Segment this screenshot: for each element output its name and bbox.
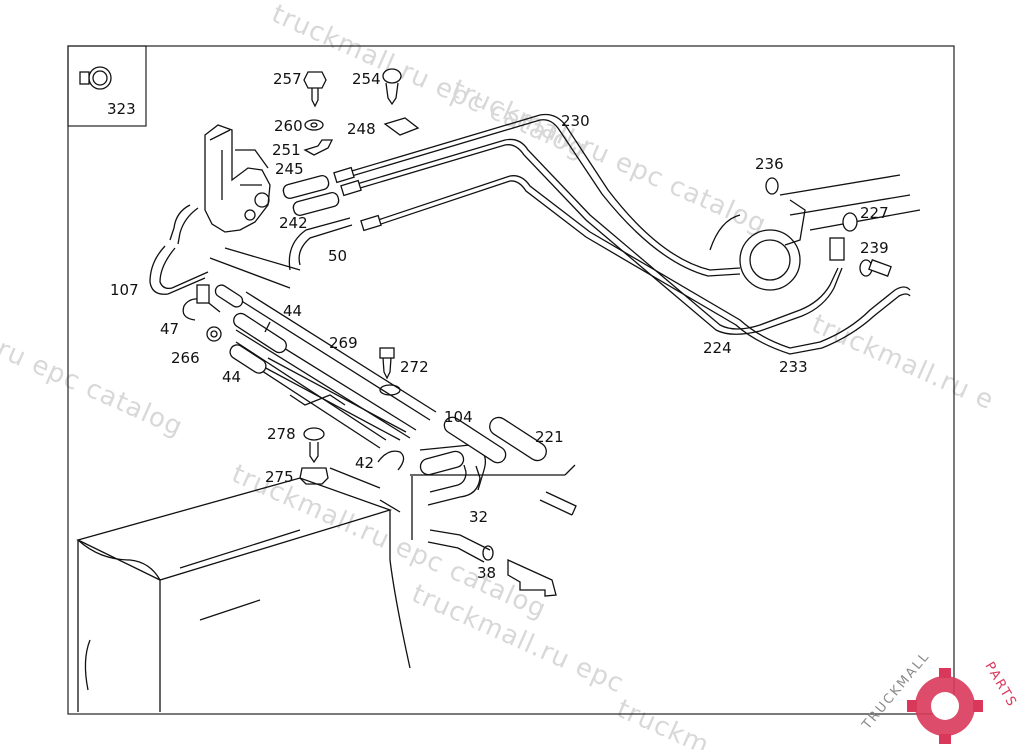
hose-47[interactable]	[182, 284, 221, 321]
callout-227[interactable]: 227	[860, 204, 889, 222]
callout-248[interactable]: 248	[347, 120, 376, 138]
elbow-hose-38[interactable]	[427, 529, 494, 563]
logo-word-parts: PARTS	[982, 660, 1020, 711]
bolt-257[interactable]	[303, 71, 327, 108]
callout-47[interactable]: 47	[160, 320, 179, 338]
watermark-text: truckmall.ru epc catalog	[447, 74, 771, 240]
assembly-bracket-lines	[410, 464, 576, 540]
callout-42[interactable]: 42	[355, 454, 374, 472]
bracket-248[interactable]	[383, 117, 420, 136]
elbow-hose-32[interactable]	[427, 464, 481, 506]
banjo-bolt-239[interactable]	[859, 259, 892, 277]
nut-227[interactable]	[842, 212, 858, 232]
screw-275[interactable]	[299, 442, 329, 485]
callout-38[interactable]: 38	[477, 564, 496, 582]
hose-107[interactable]	[149, 245, 206, 295]
pipe-stub	[539, 491, 577, 516]
hose-50[interactable]	[298, 224, 353, 266]
callout-107[interactable]: 107	[110, 281, 139, 299]
inset-box: 323	[67, 45, 147, 127]
clip-251[interactable]	[303, 139, 334, 156]
pipe-assembly[interactable]	[333, 113, 911, 355]
callout-254[interactable]: 254	[352, 70, 381, 88]
diagram-frame	[67, 45, 955, 715]
battery-box	[76, 467, 411, 712]
callout-239[interactable]: 239	[860, 239, 889, 257]
clamp-266[interactable]	[206, 326, 222, 342]
callout-260[interactable]: 260	[274, 117, 303, 135]
callout-236[interactable]: 236	[755, 155, 784, 173]
callout-224[interactable]: 224	[703, 339, 732, 357]
callout-257[interactable]: 257	[273, 70, 302, 88]
watermark-layer: truckmall.ru epc catalog truckmall.ru ep…	[0, 0, 999, 750]
hose-sleeves-245-242[interactable]	[282, 174, 340, 217]
hose-42[interactable]	[377, 450, 405, 471]
callout-44[interactable]: 44	[283, 302, 302, 320]
callout-242[interactable]: 242	[279, 214, 308, 232]
callout-251[interactable]: 251	[272, 141, 301, 159]
callout-44[interactable]: 44	[222, 368, 241, 386]
mount-bracket	[289, 394, 346, 406]
callout-104[interactable]: 104	[444, 408, 473, 426]
hose-104[interactable]	[419, 414, 509, 491]
callout-245[interactable]: 245	[275, 160, 304, 178]
callout-278[interactable]: 278	[267, 425, 296, 443]
callout-275[interactable]: 275	[265, 468, 294, 486]
valve-unit[interactable]	[169, 124, 271, 245]
pump-unit[interactable]	[709, 174, 921, 291]
washer-236[interactable]	[765, 177, 779, 195]
callout-272[interactable]: 272	[400, 358, 429, 376]
washer-278[interactable]	[303, 427, 325, 441]
watermark-text: ru epc catalog	[0, 334, 188, 443]
callout-230[interactable]: 230	[561, 112, 590, 130]
watermark-text: truckm	[612, 694, 714, 750]
tube-bundle-269[interactable]	[213, 283, 437, 449]
callout-269[interactable]: 269	[329, 334, 358, 352]
callout-323[interactable]: 323	[107, 100, 136, 118]
callout-266[interactable]: 266	[171, 349, 200, 367]
callout-labels: 257 254 260 248 251 245 242 230 50 236 2…	[110, 70, 889, 582]
screw-272[interactable]	[379, 347, 401, 396]
hose-221[interactable]	[486, 414, 549, 464]
leader-line	[264, 321, 271, 333]
washer-260[interactable]	[304, 119, 324, 131]
screw-254[interactable]	[382, 68, 402, 106]
hose-clamp-icon	[79, 66, 112, 90]
gear-logo-icon	[907, 668, 983, 744]
connector-block[interactable]	[507, 558, 557, 597]
truckmall-parts-logo: TRUCKMALL PARTS	[859, 649, 1020, 744]
callout-50[interactable]: 50	[328, 247, 347, 265]
callout-233[interactable]: 233	[779, 358, 808, 376]
callout-32[interactable]: 32	[469, 508, 488, 526]
leader-line	[209, 247, 301, 289]
watermark-text: truckmall.ru e	[807, 309, 998, 416]
callout-221[interactable]: 221	[535, 428, 564, 446]
